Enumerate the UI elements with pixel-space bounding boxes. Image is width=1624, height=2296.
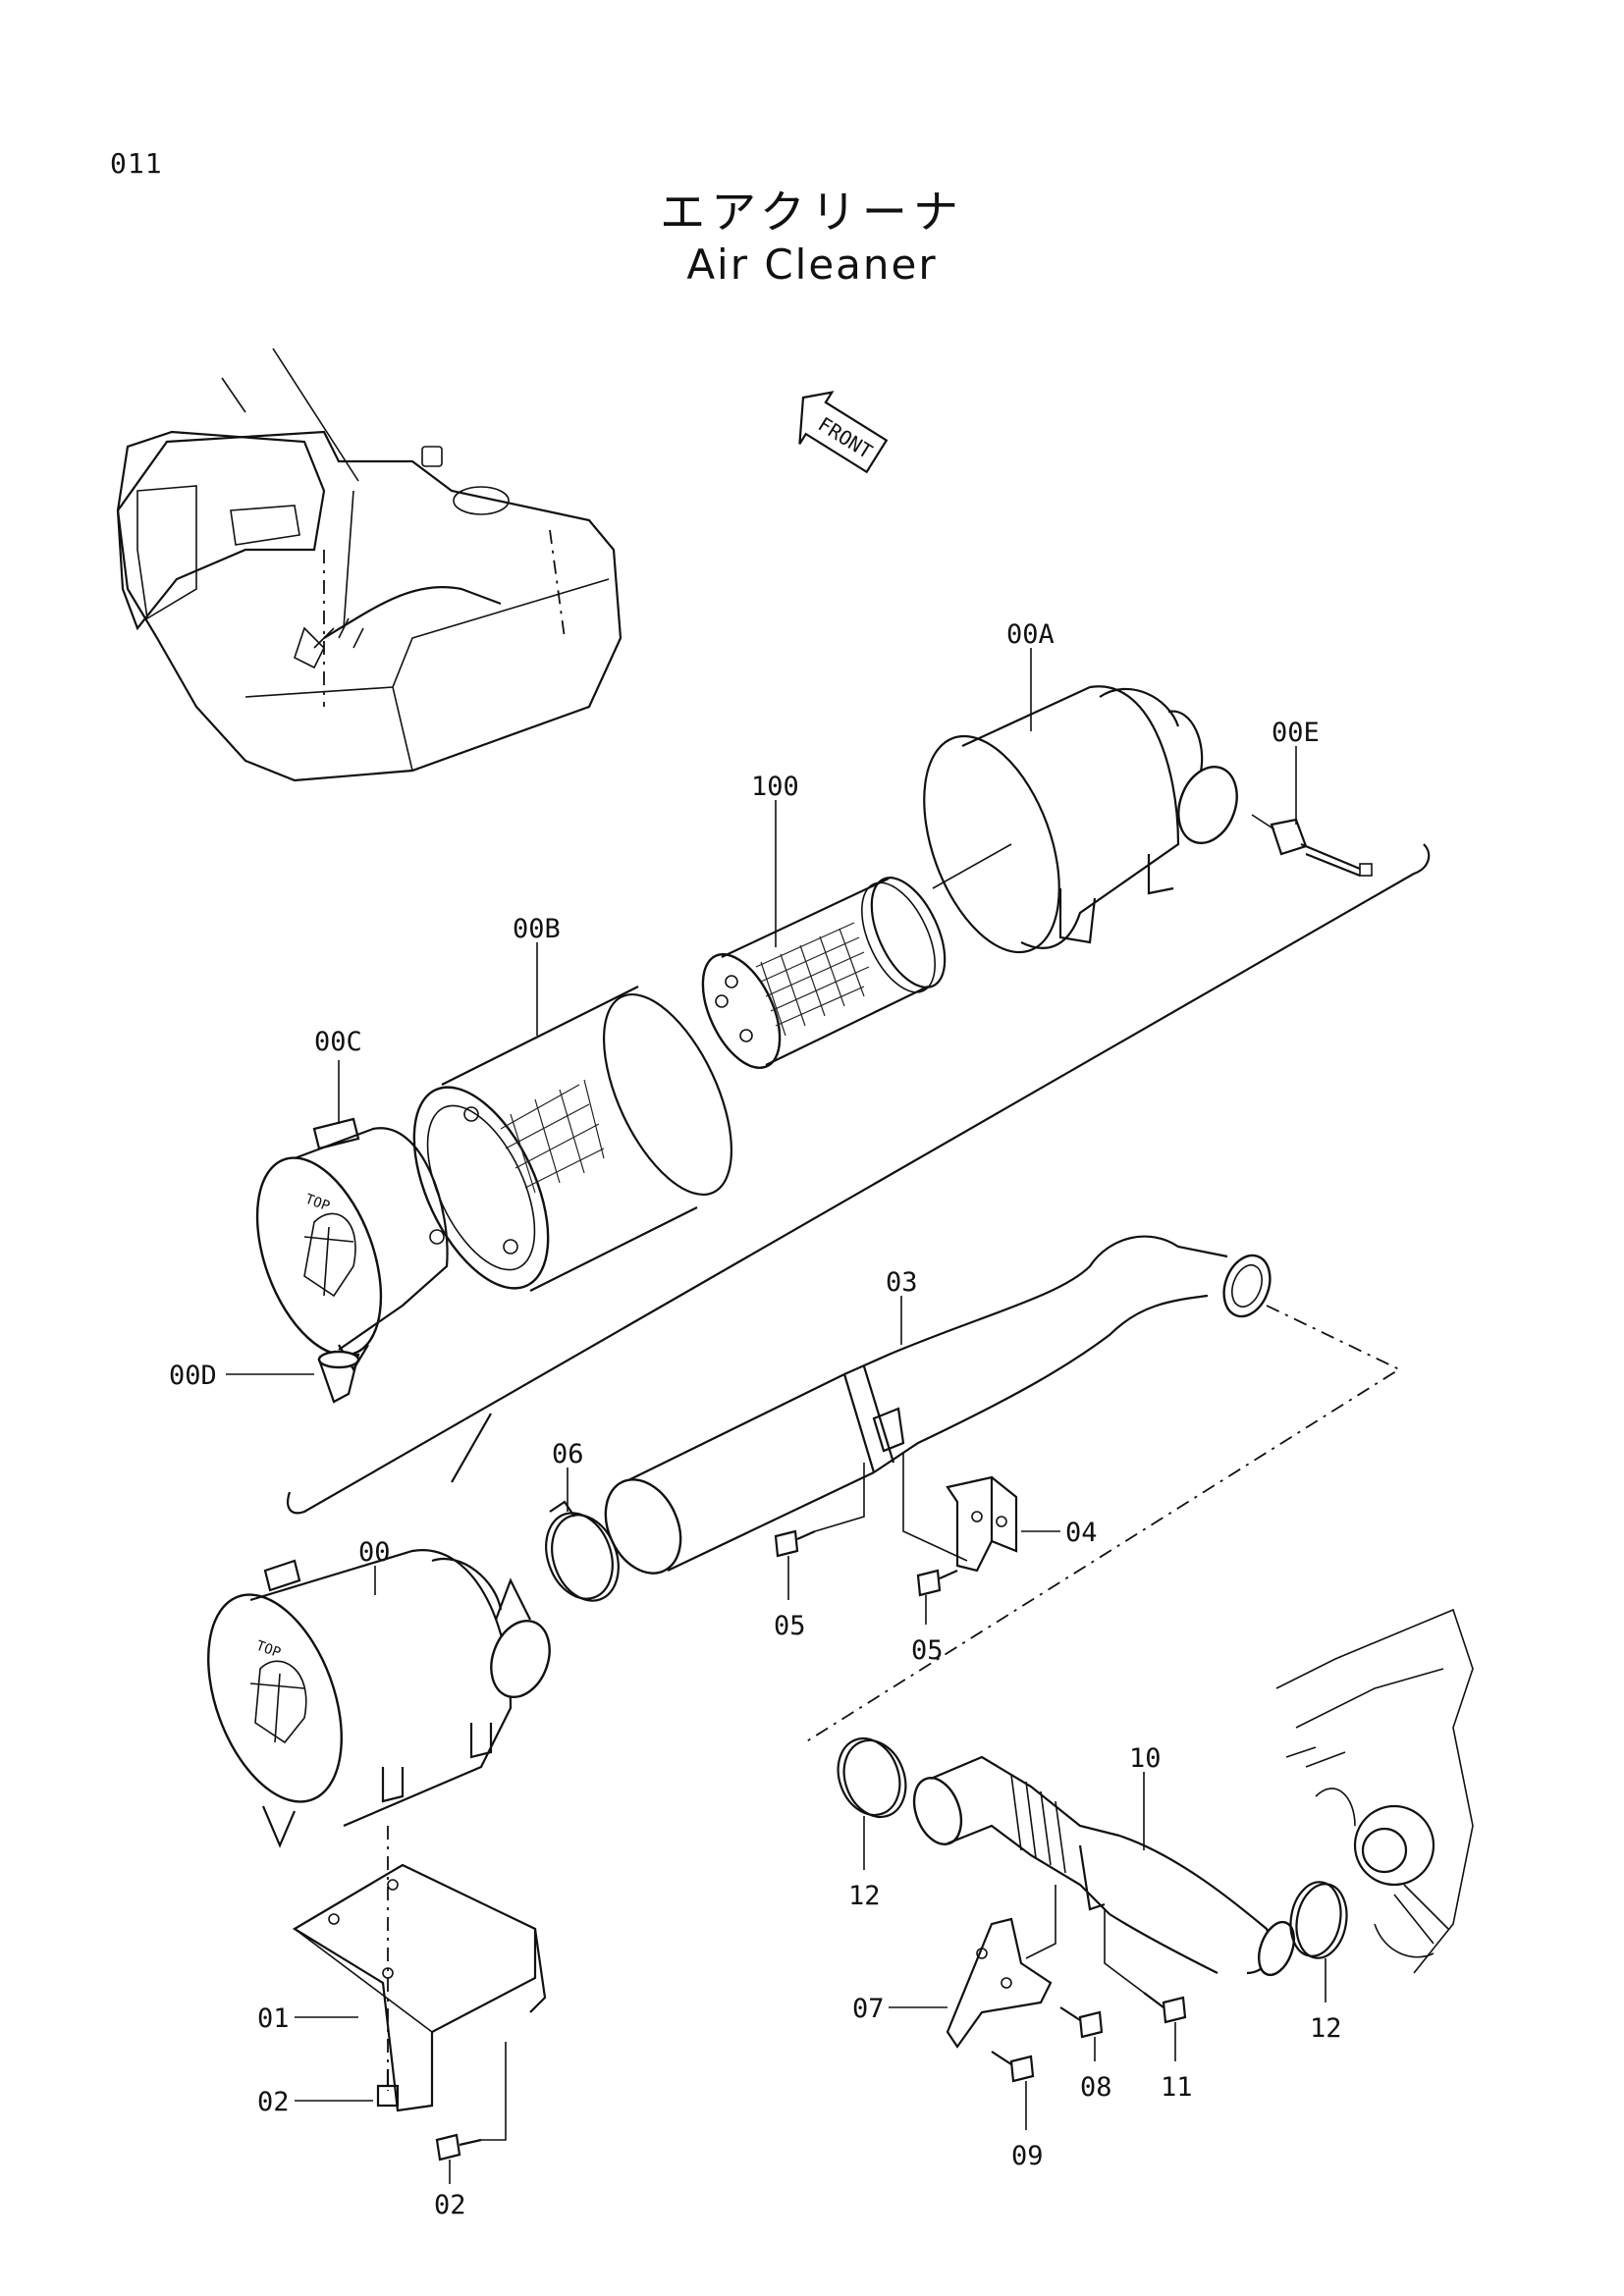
label-100: 100 <box>751 772 799 802</box>
safety-element-100 <box>701 877 947 1069</box>
label-00C: 00C <box>314 1027 362 1057</box>
part-labels: 00A 00E 100 00B 00C 00D 03 06 00 04 05 0… <box>169 619 1342 2220</box>
title-english: Air Cleaner <box>686 240 938 289</box>
label-12a: 12 <box>848 1881 881 1911</box>
excavator-overview <box>116 347 623 782</box>
label-12b: 12 <box>1310 2013 1342 2044</box>
title-japanese: エアクリーナ <box>660 186 964 239</box>
leader-lines <box>226 648 1326 2184</box>
bolt-11 <box>1104 1909 1187 2024</box>
hose-clamp-12a <box>837 1736 907 1819</box>
bolt-05b <box>916 1569 958 1597</box>
cover-00C: TOP <box>255 1117 449 1372</box>
label-03: 03 <box>886 1267 918 1298</box>
bolt-09 <box>991 2051 1035 2083</box>
hose-clamp-06 <box>545 1500 620 1602</box>
label-00E: 00E <box>1272 718 1320 748</box>
label-10: 10 <box>1129 1743 1162 1774</box>
label-00B: 00B <box>513 914 561 944</box>
intake-pipe-10 <box>912 1755 1296 1977</box>
bolt-05a <box>774 1529 816 1558</box>
front-arrow-label: FRONT <box>814 412 877 463</box>
label-07: 07 <box>852 1994 885 2024</box>
dust-valve-00D <box>317 1350 360 1404</box>
label-05b: 05 <box>911 1635 944 1666</box>
page-number: 011 <box>110 147 163 180</box>
mesh-pattern <box>755 922 870 1037</box>
hose-clamp-12b <box>1289 1881 1348 1959</box>
air-cleaner-assy-00: TOP <box>207 1549 551 1848</box>
bracket-04 <box>946 1475 1018 1573</box>
label-06: 06 <box>552 1439 584 1469</box>
front-arrow: FRONT <box>798 391 889 474</box>
air-cleaner-housing-00A <box>923 685 1238 954</box>
restriction-indicator-00E <box>1251 814 1373 878</box>
label-11: 11 <box>1161 2072 1193 2103</box>
bolt-08 <box>1059 2006 1104 2039</box>
label-08: 08 <box>1080 2072 1112 2103</box>
label-01: 01 <box>257 2003 290 2034</box>
bracket-07 <box>946 1885 1056 2049</box>
label-04: 04 <box>1065 1518 1098 1548</box>
label-00A: 00A <box>1006 619 1055 650</box>
label-02b: 02 <box>434 2190 466 2220</box>
turbocharger-engine <box>1275 1608 1474 1974</box>
bolt-02b <box>435 2042 507 2162</box>
label-00: 00 <box>358 1537 391 1568</box>
label-02a: 02 <box>257 2087 290 2117</box>
pipe-03 <box>604 1235 1272 1575</box>
outer-element-00B <box>412 986 733 1292</box>
label-05a: 05 <box>774 1611 806 1641</box>
label-00D: 00D <box>169 1361 217 1391</box>
label-09: 09 <box>1011 2141 1044 2171</box>
bolt-02a <box>376 2069 400 2108</box>
mounting-bracket-01 <box>292 1826 547 2112</box>
group-bracket-line <box>287 843 1431 1515</box>
